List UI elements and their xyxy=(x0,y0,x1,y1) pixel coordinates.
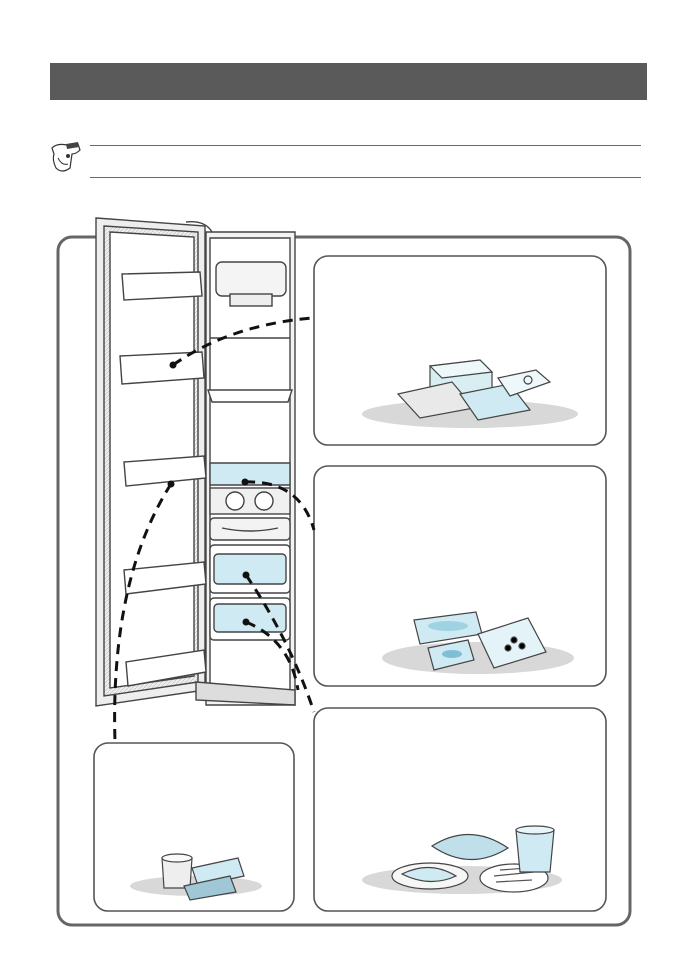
pencil-note-icon xyxy=(51,142,81,172)
fridge-open xyxy=(95,217,296,707)
fish-and-drink-food xyxy=(362,825,562,894)
callout-box-bottom-left xyxy=(93,742,295,912)
section-header-bar xyxy=(50,63,647,100)
door-shelves xyxy=(119,271,207,687)
leader-lines xyxy=(113,316,316,743)
small-packages-food xyxy=(130,853,262,901)
ice-maker xyxy=(215,261,287,297)
meat-packages-food xyxy=(382,611,574,674)
note-bottom-rule xyxy=(90,177,641,178)
glass-shelf xyxy=(209,462,291,486)
callout-box-top-right xyxy=(313,255,607,446)
frozen-packages-food xyxy=(362,359,578,428)
outer-frame xyxy=(56,235,632,927)
drawer-top xyxy=(209,517,291,541)
note-top-rule xyxy=(90,145,641,146)
